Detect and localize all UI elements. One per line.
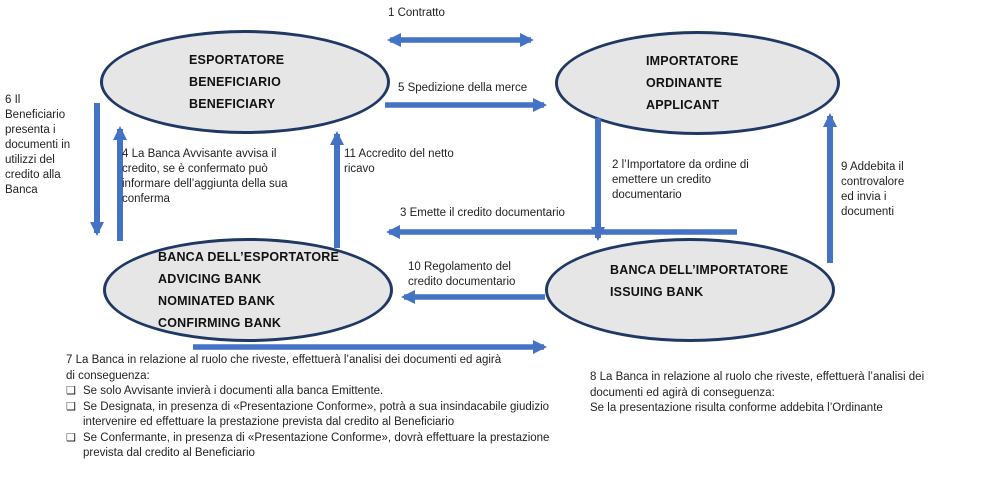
note-advising-bank-role: 7 La Banca in relazione al ruolo che riv… [66,353,573,462]
node-exporter: ESPORTATORE BENEFICIARIO BENEFICIARY [100,30,390,134]
label-settlement: 10 Regolamento del credito documentario [408,261,516,288]
node-exporter-bank: BANCA DELL’ESPORTATORE ADVICING BANK NOM… [103,238,393,342]
label-debit: 9 Addebita il controvalore ed invia i do… [841,161,905,218]
node-importer: IMPORTATORE ORDINANTE APPLICANT [555,31,840,135]
label-shipment: 5 Spedizione della merce [398,82,528,94]
note-issuing-bank-role: 8 La Banca in relazione al ruolo che riv… [590,371,925,414]
label-net-proceeds: 11 Accredito del netto ricavo [344,148,454,175]
note-advising-bank-role-heading: 7 La Banca in relazione al ruolo che riv… [66,354,502,382]
label-present: 6 Il Beneficiario presenta i documenti i… [5,94,71,196]
node-importer-label: IMPORTATORE ORDINANTE APPLICANT [646,54,739,112]
note-bullet-item: ❑ Se Designata, in presenza di «Presenta… [66,400,550,429]
node-exporter-bank-label: BANCA DELL’ESPORTATORE ADVICING BANK NOM… [158,250,340,330]
label-advise: 4 La Banca Avvisante avvisa il credito, … [122,148,288,205]
node-exporter-label: ESPORTATORE BENEFICIARIO BENEFICIARY [189,53,285,111]
node-importer-bank-label: BANCA DELL’IMPORTATORE ISSUING BANK [610,263,789,299]
checkbox-icon: ❑ [66,400,76,413]
node-importer-bank: BANCA DELL’IMPORTATORE ISSUING BANK [545,238,835,342]
note-bullet-item: ❑ Se Confermante, in presenza di «Presen… [66,431,550,460]
checkbox-icon: ❑ [66,385,76,397]
note-bullet-item: ❑ Se solo Avvisante invierà i documenti … [66,384,573,400]
label-contract: 1 Contratto [388,7,445,19]
checkbox-icon: ❑ [66,431,76,444]
label-order: 2 l’Importatore da ordine di emettere un… [612,159,749,201]
label-issue: 3 Emette il credito documentario [400,207,565,219]
